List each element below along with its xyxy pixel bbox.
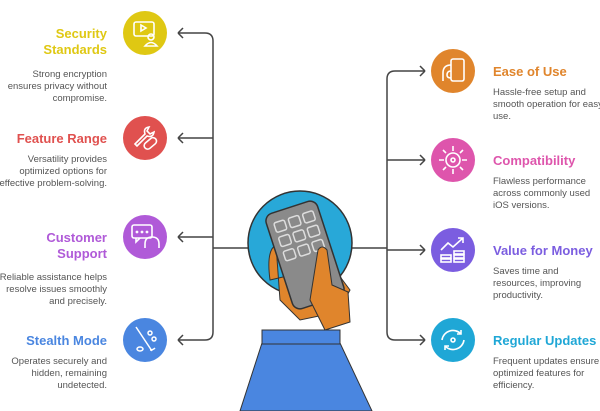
item-desc: Hassle-free setup and smooth operation f… bbox=[493, 87, 600, 122]
stealth-icon bbox=[123, 318, 167, 362]
refresh-icon bbox=[431, 318, 475, 362]
item-desc: Strong encryption ensures privacy withou… bbox=[7, 69, 107, 104]
item-title: Value for Money bbox=[493, 243, 593, 258]
growth-coins-icon bbox=[431, 228, 475, 272]
connector-lines bbox=[177, 27, 426, 346]
video-user-icon bbox=[123, 11, 167, 55]
tools-icon bbox=[123, 116, 167, 160]
item-desc: Versatility provides optimized options f… bbox=[0, 154, 107, 189]
gear-sun-icon bbox=[431, 138, 475, 182]
item-desc: Saves time and resources, improving prod… bbox=[493, 266, 582, 301]
item-desc: Reliable assistance helps resolve issues… bbox=[0, 272, 107, 307]
chat-headset-icon bbox=[123, 215, 167, 259]
item-title: Stealth Mode bbox=[26, 333, 107, 348]
item-title: Compatibility bbox=[493, 153, 576, 168]
item-title: Ease of Use bbox=[493, 64, 567, 79]
item-title: Feature Range bbox=[16, 131, 107, 146]
hand-phone-icon bbox=[431, 49, 475, 93]
item-desc: Operates securely and hidden, remaining … bbox=[11, 356, 107, 391]
item-title: Customer Support bbox=[46, 230, 107, 261]
item-title: Regular Updates bbox=[493, 333, 597, 348]
item-desc: Flawless performance across commonly use… bbox=[493, 176, 591, 211]
item-desc: Frequent updates ensure optimized featur… bbox=[493, 356, 600, 391]
item-title: Security Standards bbox=[43, 26, 107, 57]
hand-phone-illustration bbox=[239, 190, 373, 411]
